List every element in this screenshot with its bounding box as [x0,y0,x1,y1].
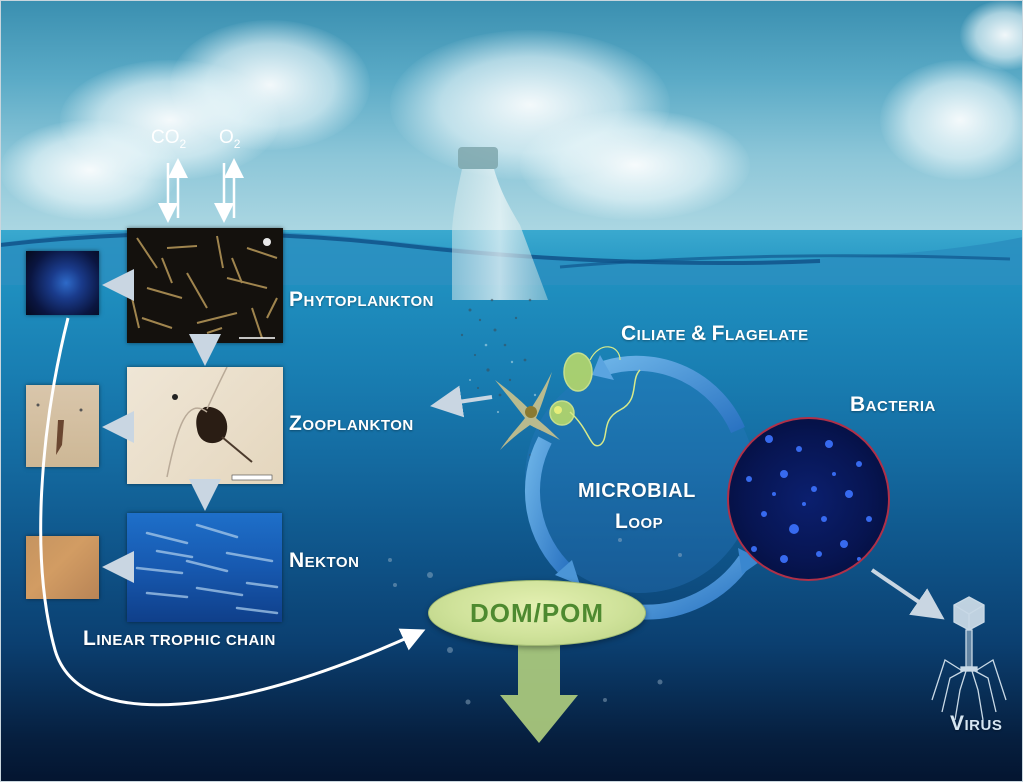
cloud [960,0,1023,70]
microbial-loop-title: MICROBIAL [578,480,696,503]
caption-rest: INEAR TROPHIC CHAIN [96,632,276,649]
ciliate-icon [495,372,560,450]
zooplankton-photo [127,367,283,484]
flagelate-initial: F [711,322,725,345]
nekton-initial: N [289,549,305,572]
bacteria-photo [727,417,890,581]
sink-arrow [500,643,578,743]
cloud [0,120,180,220]
virus-initial: V [950,712,965,735]
bacteria-rest: ACTERIA [865,398,936,415]
phytoplankton-fluorescence-photo [26,251,99,315]
loop-initial: L [615,510,629,533]
loop-rest: OOP [628,515,664,532]
dom-pom-node: DOM/POM [428,580,646,646]
nekton-label: NEKTON [289,549,359,573]
caption-initial: L [83,627,97,650]
nekton-photo [127,513,282,622]
zooplankton-rest: OOPLANKTON [302,417,414,434]
o2-label: O2 [219,127,240,151]
bacteria-initial: B [850,393,866,416]
cloud [880,60,1023,180]
co2-label: CO2 [151,127,186,151]
linear-trophic-chain-caption: LINEAR TROPHIC CHAIN [83,627,276,651]
nekton-rest: EKTON [304,554,360,571]
zooplankton-initial: Z [289,412,303,435]
sky-background [0,0,1023,260]
ciliate-flagelate-label: CILIATE & FLAGELATE [621,322,809,346]
virus-rest: IRUS [964,717,1003,734]
virus-label: VIRUS [950,712,1002,736]
phytoplankton-initial: P [289,288,304,311]
phytoplankton-rest: HYTOPLANKTON [303,293,434,310]
zooplankton-degraded-photo [26,385,99,467]
co2-text: CO [151,127,180,148]
ciliate-rest: ILIATE [636,327,687,344]
zooplankton-label: ZOOPLANKTON [289,412,414,436]
flagelate-rest: LAGELATE [724,327,809,344]
microbial-text: MICROBIAL [578,480,696,502]
nekton-degraded-photo [26,536,99,599]
o2-text: O [219,127,234,148]
bacteria-label: BACTERIA [850,393,936,417]
ampersand: & [691,322,707,345]
phytoplankton-label: PHYTOPLANKTON [289,288,434,312]
cloud [520,110,750,220]
phytoplankton-photo [127,228,283,343]
co2-subscript: 2 [179,136,187,151]
flagellate-icon [549,346,641,447]
loop-label: LOOP [615,510,663,534]
ciliate-initial: C [621,322,637,345]
dom-pom-label: DOM/POM [469,597,605,628]
virus-bacteriophage-icon [931,596,1007,721]
o2-subscript: 2 [233,136,241,151]
